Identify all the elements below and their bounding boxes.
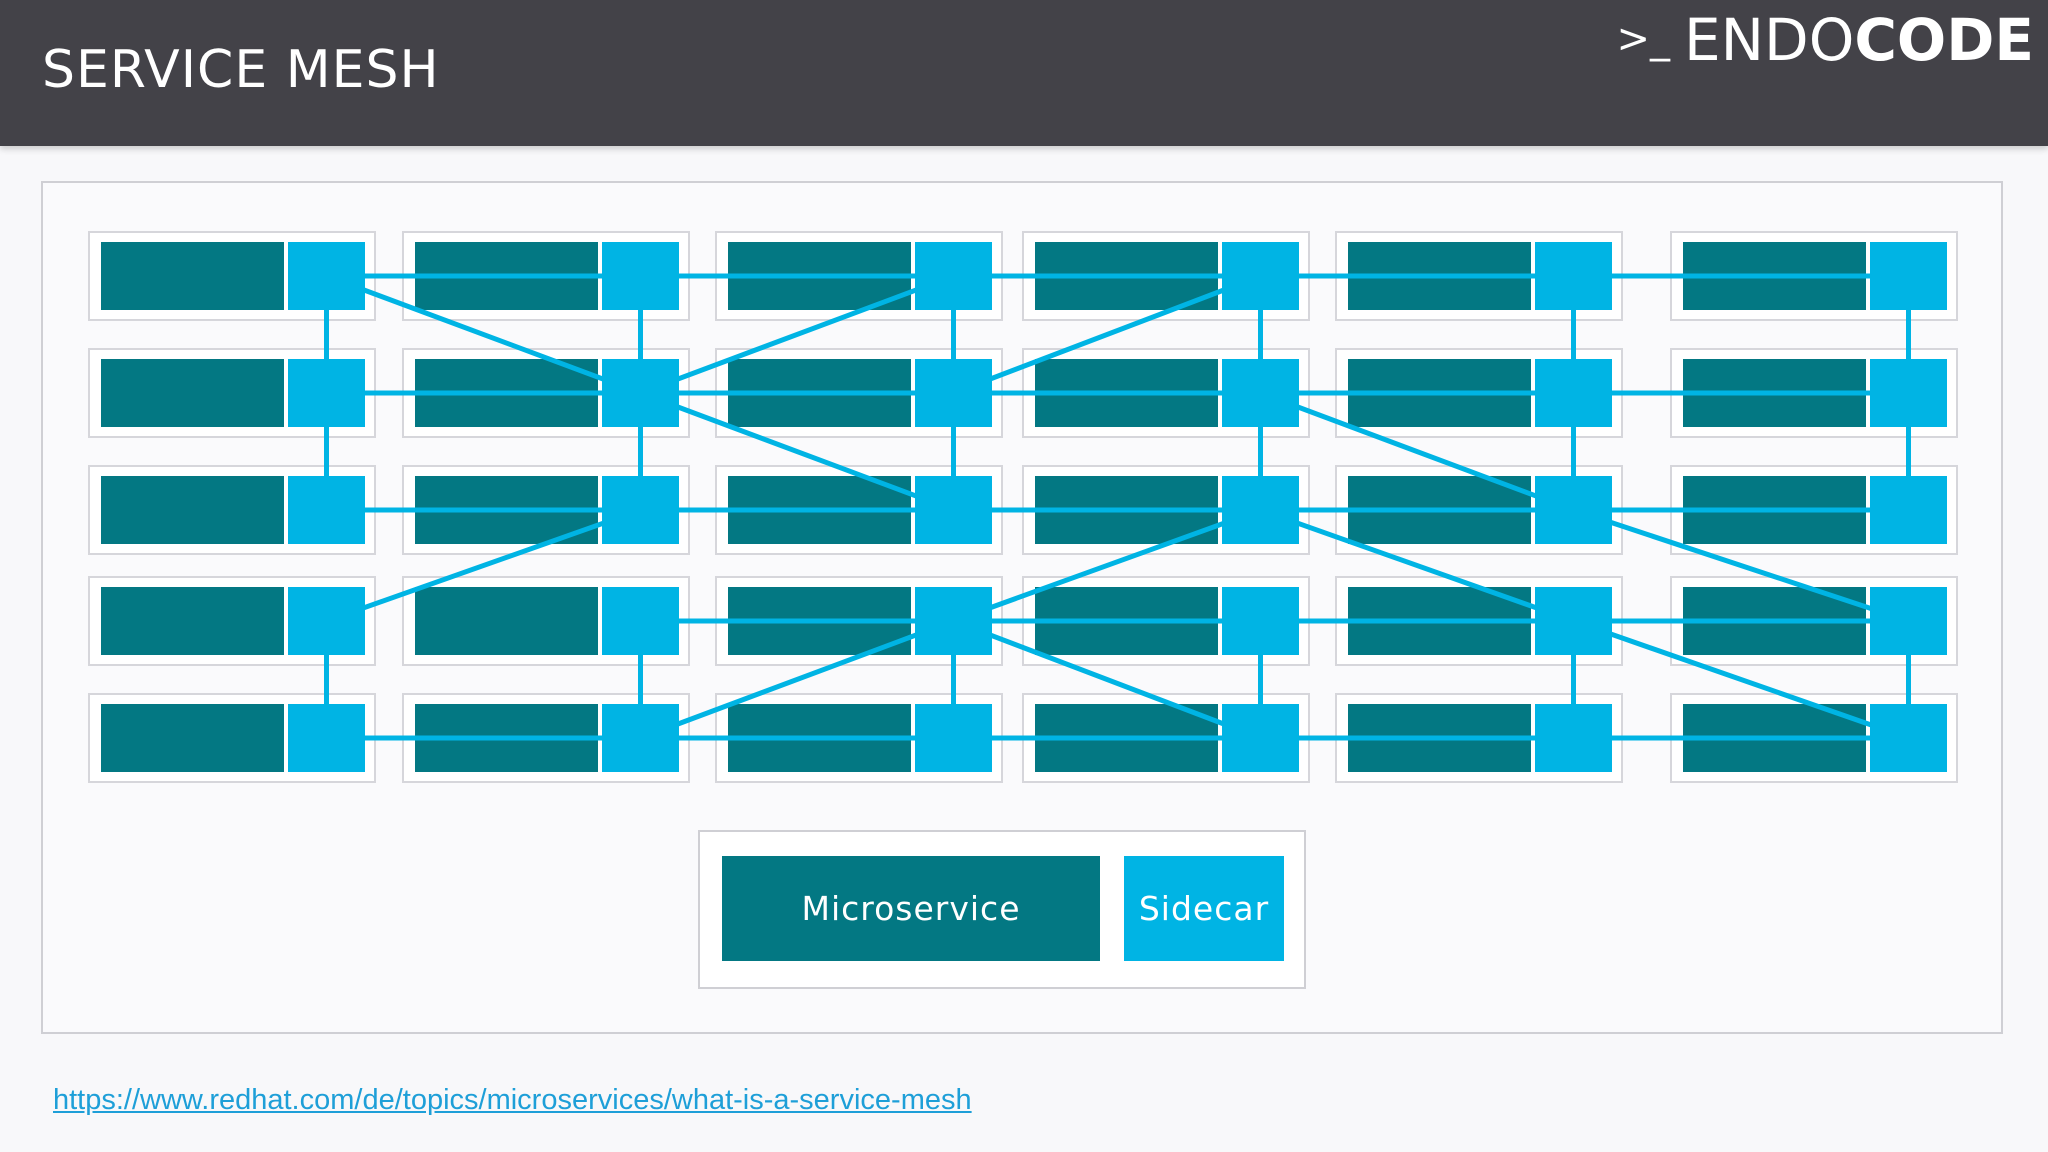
diagonal-link [951,507,1263,624]
sidecar-box [288,704,365,772]
endocode-logo: >_ ENDOCODE [1616,4,2034,75]
legend-sidecar: Sidecar [1124,856,1284,961]
diagonal-link [951,273,1263,396]
sidecar-box [1535,704,1612,772]
slide-header: SERVICE MESH >_ ENDOCODE [0,0,2048,146]
diagonal-link [1258,507,1576,624]
microservice-box [415,587,598,655]
sidecar-box [1535,587,1612,655]
sidecar-box [915,242,992,310]
microservice-box [101,242,284,310]
sidecar-box [915,476,992,544]
sidecar-box [1222,587,1299,655]
diagonal-link [1258,390,1576,513]
sidecar-box [915,704,992,772]
sidecar-box [1535,476,1612,544]
sidecar-box [915,587,992,655]
sidecar-box [602,587,679,655]
diagonal-link [1571,507,1911,624]
diagonal-link [951,618,1263,741]
sidecar-box [1222,704,1299,772]
slide-title: SERVICE MESH [42,40,440,100]
sidecar-box [602,704,679,772]
microservice-box [101,587,284,655]
diagonal-link [638,618,956,741]
microservice-box [101,704,284,772]
microservice-box [101,359,284,427]
sidecar-box [1870,359,1947,427]
sidecar-box [1535,359,1612,427]
sidecar-box [288,587,365,655]
logo-text-regular: ENDO [1684,6,1855,74]
diagonal-link [638,390,956,513]
sidecar-box [602,359,679,427]
source-link[interactable]: https://www.redhat.com/de/topics/microse… [53,1084,972,1116]
diagonal-link [324,273,643,396]
sidecar-box [1222,359,1299,427]
sidecar-box [1870,587,1947,655]
sidecar-box [1870,704,1947,772]
sidecar-box [1222,476,1299,544]
diagonal-link [638,273,956,396]
terminal-prompt-icon: >_ [1616,16,1670,62]
sidecar-box [602,476,679,544]
sidecar-box [602,242,679,310]
sidecar-box [1222,242,1299,310]
diagonal-link [324,507,643,624]
legend-microservice: Microservice [722,856,1100,961]
sidecar-box [1870,476,1947,544]
diagonal-link [1571,618,1911,741]
sidecar-box [915,359,992,427]
logo-text-bold: CODE [1854,6,2034,74]
microservice-box [101,476,284,544]
sidecar-box [1535,242,1612,310]
sidecar-box [288,359,365,427]
sidecar-box [288,476,365,544]
sidecar-box [288,242,365,310]
sidecar-box [1870,242,1947,310]
